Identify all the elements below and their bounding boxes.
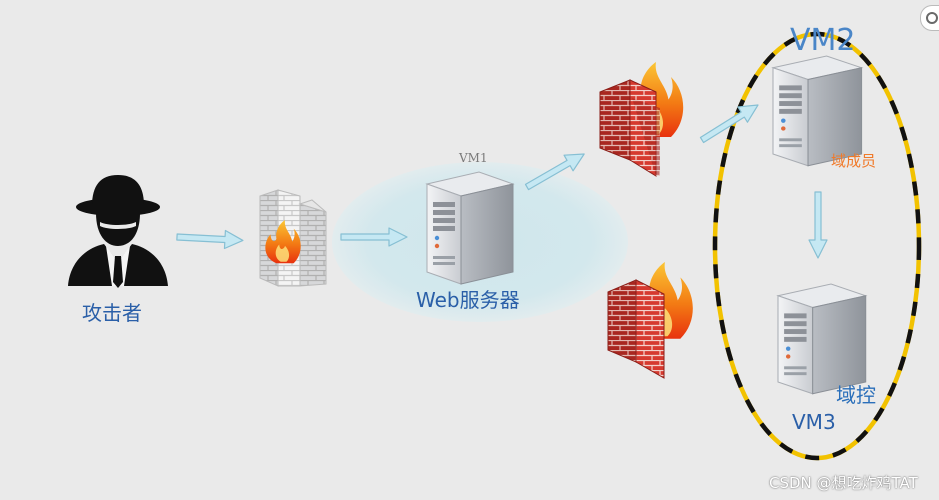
watermark: CSDN @想吃炸鸡TAT <box>769 474 918 492</box>
firewall-icon <box>259 189 327 287</box>
server-icon <box>777 283 867 395</box>
arrow-icon <box>808 191 828 259</box>
vm2-label: VM2 <box>790 23 856 58</box>
domain-member-label: 域成员 <box>831 152 877 170</box>
server-icon <box>772 55 863 167</box>
firewall-icon <box>607 262 693 379</box>
server-icon <box>426 171 514 285</box>
arrow-icon <box>175 227 244 251</box>
hacker-icon <box>68 175 168 288</box>
firewall-icon <box>599 62 684 177</box>
vm3-label: VM3 <box>792 410 836 434</box>
search-icon[interactable] <box>920 5 939 31</box>
web-server-label: Web服务器 <box>416 288 520 312</box>
vm1-label: VM1 <box>459 151 488 165</box>
domain-zone-black-dash <box>712 31 922 461</box>
domain-controller-label: 域控 <box>836 383 876 407</box>
attacker-label: 攻击者 <box>82 301 142 325</box>
